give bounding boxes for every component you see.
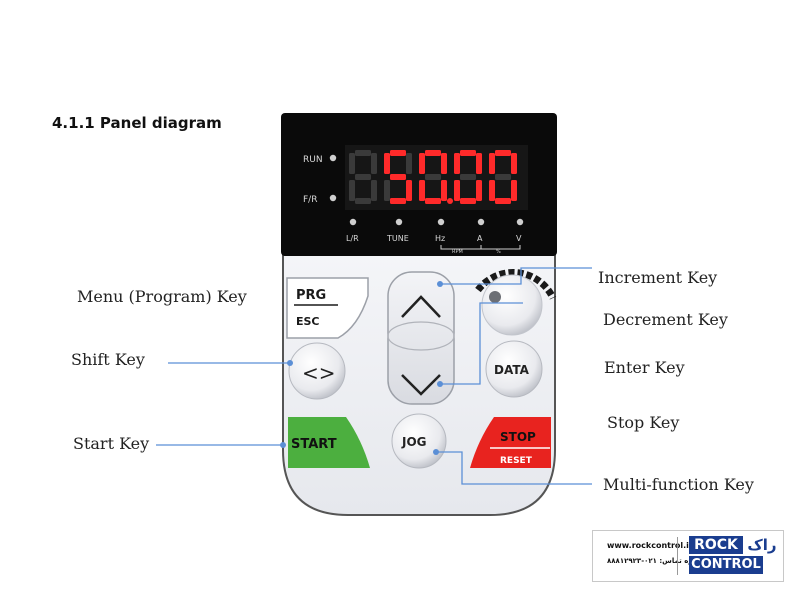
callout-start-key: Start Key [73,434,150,453]
brand-rock: ROCK [689,536,743,554]
run-label: RUN [303,155,323,165]
segment-b-digit-3 [476,153,482,174]
segment-a-digit-4 [495,150,511,156]
stop-label: STOP [500,430,536,444]
segment-e-digit-3 [454,180,460,201]
segment-c-digit-1 [406,180,412,201]
segment-f-digit-4 [489,153,495,174]
prg-label: PRG [296,288,326,303]
unit-label-hz: Hz [435,234,445,243]
brand-logo: www.rockcontrol.ir شماره تماس: ۰۲۱-۸۸۸۱۲… [592,530,784,582]
decimal-point [447,198,453,204]
fr-label: F/R [303,195,317,205]
run-led [329,154,337,162]
fr-led [329,194,337,202]
shift-label: <> [302,361,336,385]
rpm-label: RPM [452,249,463,255]
shift-key[interactable]: <> [288,342,346,400]
segment-g-digit-2 [425,174,441,180]
unit-label-lr: L/R [346,234,359,243]
segment-d-digit-3 [460,198,476,204]
percent-label: % [496,249,501,255]
up-arrow-icon [401,295,441,318]
brand-persian: راک [747,536,777,554]
jog-key[interactable]: JOG [391,413,447,469]
potentiometer-knob[interactable] [475,269,557,336]
segment-c-digit-2 [441,180,447,201]
leader-lines [156,267,592,485]
segment-a-digit-1 [390,150,406,156]
segment-b-digit-4 [511,153,517,174]
unit-label-tune: TUNE [386,234,409,243]
segment-e-digit-0 [349,180,355,201]
brand-control: CONTROL [689,556,763,574]
start-key[interactable]: START [288,417,370,468]
diagram-heading: 4.1.1 Panel diagram [52,114,222,132]
esc-label: ESC [296,315,320,328]
segment-d-digit-1 [390,198,406,204]
segment-a-digit-3 [460,150,476,156]
segment-c-digit-3 [476,180,482,201]
callout-decrement-key: Decrement Key [603,310,728,329]
start-label: START [291,437,337,452]
leader-multi [436,451,592,485]
segment-f-digit-2 [419,153,425,174]
segment-c-digit-4 [511,180,517,201]
percent-bracket [481,245,521,250]
segment-a-digit-0 [355,150,371,156]
prg-esc-key[interactable]: PRG ESC [286,277,369,339]
knob-indicator [489,291,501,303]
callout-shift-key: Shift Key [71,350,145,369]
data-label: DATA [494,363,530,377]
leader-decrement [440,302,523,385]
rpm-bracket [440,245,482,250]
knob-scale-arc [475,269,557,300]
segment-d-digit-0 [355,198,371,204]
data-key[interactable]: DATA [485,340,543,398]
segment-g-digit-4 [495,174,511,180]
segment-g-digit-0 [355,174,371,180]
unit-label-v: V [516,234,522,243]
segment-c-digit-0 [371,180,377,201]
up-down-key[interactable] [387,271,455,405]
unit-leds [349,218,524,226]
segment-g-digit-3 [460,174,476,180]
brand-phone: شماره تماس: ۰۲۱-۸۸۸۱۲۹۲۳ [607,557,707,565]
callout-menu-key: Menu (Program) Key [77,287,247,306]
segment-f-digit-1 [384,153,390,174]
segment-e-digit-1 [384,180,390,201]
segment-f-digit-3 [454,153,460,174]
stop-reset-key[interactable]: STOP RESET [470,417,551,468]
callout-increment-key: Increment Key [598,268,718,287]
callout-multi-function-key: Multi-function Key [603,475,754,494]
callout-enter-key: Enter Key [604,358,685,377]
brand-divider [677,537,678,575]
segment-a-digit-2 [425,150,441,156]
seven-segment-display [349,150,517,204]
segment-e-digit-4 [489,180,495,201]
segment-f-digit-0 [349,153,355,174]
segment-e-digit-2 [419,180,425,201]
segment-d-digit-2 [425,198,441,204]
jog-label: JOG [401,435,427,449]
callout-stop-key: Stop Key [607,413,680,432]
reset-label: RESET [500,456,533,466]
segment-b-digit-1 [406,153,412,174]
segment-d-digit-4 [495,198,511,204]
leader-increment [440,267,592,285]
segment-b-digit-0 [371,153,377,174]
segment-b-digit-2 [441,153,447,174]
unit-label-a: A [477,234,483,243]
segment-g-digit-1 [390,174,406,180]
brand-website: www.rockcontrol.ir [607,541,693,550]
down-arrow-icon [401,374,441,396]
